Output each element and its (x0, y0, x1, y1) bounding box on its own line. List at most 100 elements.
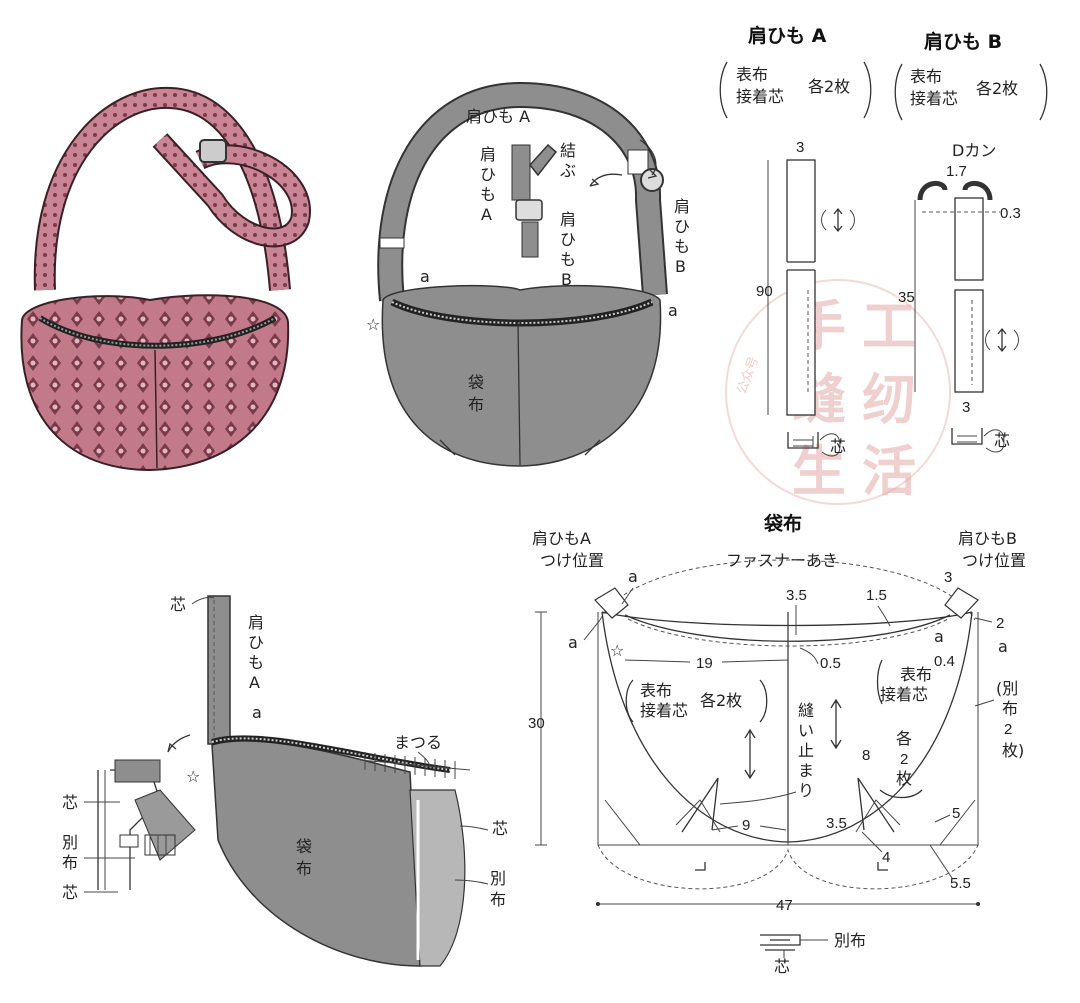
label-bottom-core: 芯 (774, 957, 790, 976)
svg-text:表布: 表布 (900, 665, 932, 684)
dim-dart-depth: 8 (862, 747, 870, 764)
heading-strap-a: 肩ひも A (748, 24, 827, 47)
label-strap-a-position: 肩ひもA つけ位置 (532, 529, 604, 570)
dim-width-bottom: 3 (962, 399, 970, 416)
dim-side-5: 5 (952, 805, 960, 822)
svg-text:肩: 肩 (560, 210, 576, 229)
material-outer: 表布 (736, 65, 768, 84)
svg-text:B: B (675, 257, 686, 276)
svg-text:(別: (別 (996, 679, 1018, 698)
watermark-char: 活 (862, 440, 916, 503)
star-mark: ☆ (186, 767, 200, 786)
label-detail-lining: 別 布 (62, 833, 78, 872)
svg-text:別: 別 (62, 833, 78, 852)
svg-text:ひ: ひ (560, 230, 576, 249)
svg-text:布: 布 (62, 853, 78, 872)
svg-text:つけ位置: つけ位置 (962, 551, 1026, 570)
label-strap-b-inner: 肩 ひ も B (560, 210, 576, 289)
svg-text:袋: 袋 (468, 373, 484, 392)
detail-inset: 芯 別 布 芯 (62, 734, 196, 902)
dim-side-55: 5.5 (950, 875, 971, 892)
d-ring-icon (640, 168, 664, 192)
svg-text:も: も (248, 653, 264, 672)
dim-height: 30 (528, 715, 545, 732)
material-interfacing: 接着芯 (736, 87, 784, 106)
svg-text:も: も (560, 250, 576, 269)
svg-text:肩ひもB: 肩ひもB (958, 529, 1017, 548)
heading-strap-b: 肩ひも B (924, 30, 1002, 53)
dim-fold: 0.3 (1000, 205, 1021, 222)
watermark-char: 工 (862, 295, 916, 358)
strap-b-pattern: 肩ひも B 表布 接着芯 各2枚 Dカン 1.7 0.3 35 3 芯 (894, 30, 1048, 453)
svg-text:布: 布 (468, 395, 484, 414)
label-lining-right: 別 布 (490, 869, 506, 909)
svg-text:縫: 縫 (798, 701, 814, 720)
svg-text:も: も (480, 185, 496, 204)
label-stitch-stop: 縫 い 止 ま り (798, 701, 814, 800)
label-bag-cloth: 袋 布 (296, 837, 312, 878)
label-d-ring: Dカン (952, 141, 996, 160)
dim-zip-drop: 3.5 (786, 587, 807, 604)
dim-d-ring-width: 1.7 (946, 163, 967, 180)
dim-corner-3: 3 (944, 569, 952, 586)
dim-corner-2: 2 (996, 615, 1004, 632)
label-strap-a-vertical: 肩 ひ も A (248, 613, 264, 692)
svg-text:い: い (798, 721, 814, 740)
svg-text:袋: 袋 (296, 837, 312, 856)
svg-text:2: 2 (900, 751, 908, 768)
svg-text:ぶ: ぶ (560, 161, 576, 180)
point-a: a (252, 703, 262, 722)
material-quantity: 各2枚 (976, 79, 1018, 98)
dim-dart-4: 4 (882, 849, 890, 866)
watermark-side: 公众号 (735, 355, 762, 397)
dim-width: 3 (796, 139, 804, 156)
svg-text:り: り (798, 781, 814, 800)
watermark-char: 纫 (862, 368, 916, 431)
label-strap-a-vertical: 肩 ひ も A (480, 145, 496, 224)
label-bottom-lining: 別布 (834, 931, 866, 950)
star-mark: ☆ (366, 315, 380, 334)
label-bag-cloth: 袋 布 (468, 373, 484, 414)
svg-text:つけ位置: つけ位置 (540, 551, 604, 570)
d-ring-icon (199, 139, 227, 163)
svg-text:肩: 肩 (248, 613, 264, 632)
svg-text:A: A (481, 205, 492, 224)
strap-a-pattern: 肩ひも A 表布 接着芯 各2枚 3 90 芯 (719, 24, 872, 457)
label-detail-core-top: 芯 (62, 793, 78, 812)
point-a: a (668, 301, 678, 320)
svg-text:ま: ま (798, 761, 814, 780)
point-a: a (628, 567, 638, 586)
svg-text:各: 各 (896, 729, 912, 748)
cross-section-illustration: 芯 肩 ひ も A a ☆ まつる 袋 布 芯 (62, 595, 508, 967)
svg-text:も: も (674, 237, 690, 256)
svg-text:肩ひもA: 肩ひもA (532, 529, 591, 548)
dim-corner-04: 0.4 (934, 653, 955, 670)
heading-bag-body: 袋布 (763, 512, 802, 535)
dim-length: 90 (756, 283, 773, 300)
dim-length: 35 (898, 289, 915, 306)
label-strap-b-outer: 肩 ひ も B (674, 197, 690, 276)
material-interfacing: 接着芯 (910, 89, 958, 108)
label-core: 芯 (994, 431, 1010, 450)
point-a: a (934, 627, 944, 646)
point-a: a (568, 633, 578, 652)
svg-text:肩: 肩 (674, 197, 690, 216)
svg-text:ひ: ひ (480, 165, 496, 184)
material-right-outer: 表布 (900, 665, 932, 684)
label-core-top: 芯 (170, 595, 186, 614)
svg-text:枚: 枚 (896, 769, 912, 788)
dim-top-right: 1.5 (866, 587, 887, 604)
label-tie: 結 ぶ (560, 141, 576, 180)
svg-text:別: 別 (490, 869, 506, 888)
point-a: a (998, 637, 1008, 656)
svg-text:2: 2 (1004, 721, 1012, 738)
svg-text:止: 止 (798, 741, 814, 760)
svg-text:接着芯: 接着芯 (880, 685, 928, 704)
bag-body-pattern: 袋布 肩ひもA つけ位置 肩ひもB つけ位置 ファスナーあき (528, 512, 1026, 976)
material-outer: 表布 (910, 67, 942, 86)
assembled-bag-illustration: 肩ひも A 肩 ひ も A 結 ぶ 肩 ひ も B 肩 ひ も B a a ☆ … (366, 81, 690, 467)
grain-arrow-icon (744, 728, 756, 780)
svg-text:布: 布 (490, 890, 506, 909)
svg-text:肩: 肩 (480, 145, 496, 164)
